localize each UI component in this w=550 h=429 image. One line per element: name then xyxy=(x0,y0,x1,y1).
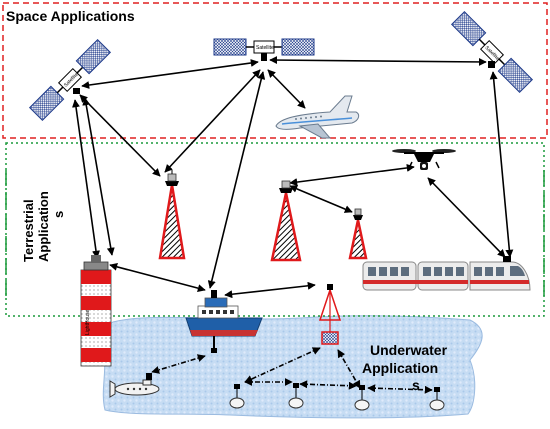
satellite-right: Satellite xyxy=(450,10,534,94)
lighthouse-label: LightHouse xyxy=(85,309,91,335)
cell-tower-center xyxy=(270,180,302,262)
underwater-sensor-2 xyxy=(288,383,304,409)
underwater-label-line3: s xyxy=(412,377,420,393)
cell-tower-right xyxy=(348,208,368,260)
cell-tower-left xyxy=(158,170,186,260)
underwater-label-line1: Underwater xyxy=(370,342,448,358)
train xyxy=(362,256,531,291)
space-region-label: Space Applications xyxy=(6,8,135,24)
terrestrial-label: Terrestrial Application s xyxy=(21,191,66,262)
satellite-center-label: Satellite xyxy=(256,45,274,51)
underwater-sensor-4 xyxy=(429,387,445,411)
terrestrial-label-line2: Application xyxy=(36,191,51,262)
satellite-center: Satellite xyxy=(213,38,315,61)
communication-links xyxy=(72,56,514,299)
submarine xyxy=(109,373,160,398)
terrestrial-label-line1: Terrestrial xyxy=(21,199,36,262)
underwater-label-line2: Application xyxy=(362,360,438,376)
drone xyxy=(392,149,456,170)
terrestrial-label-line3: s xyxy=(51,211,66,218)
buoy-sensor xyxy=(318,284,342,345)
satellite-left: Satellite xyxy=(28,38,112,122)
lighthouse: LightHouse xyxy=(80,255,112,367)
airplane xyxy=(275,95,360,139)
underwater-sensor-1 xyxy=(229,384,245,409)
space-region-border xyxy=(2,2,548,139)
underwater-links xyxy=(151,347,433,394)
ship xyxy=(185,290,263,353)
underwater-sensor-3 xyxy=(354,385,370,411)
